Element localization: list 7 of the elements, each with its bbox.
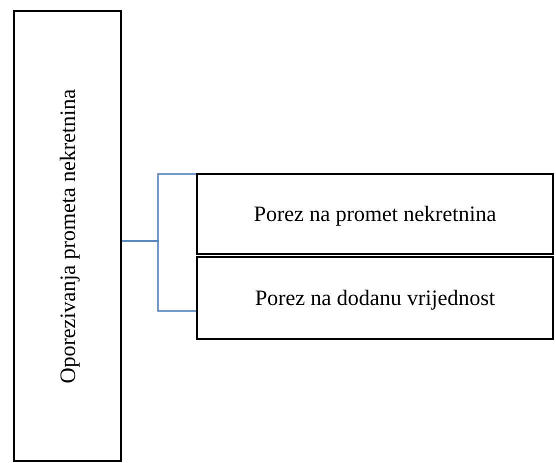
text-box	[196, 173, 554, 255]
box-label: Oporezivanja prometa nekretnina	[54, 88, 81, 384]
connector-line	[122, 240, 196, 312]
box-label: Porez na dodanu vrijednost	[254, 284, 496, 312]
box-label: Porez na promet nekretnina	[254, 200, 496, 228]
text-box	[13, 10, 122, 462]
text-box	[196, 256, 554, 340]
